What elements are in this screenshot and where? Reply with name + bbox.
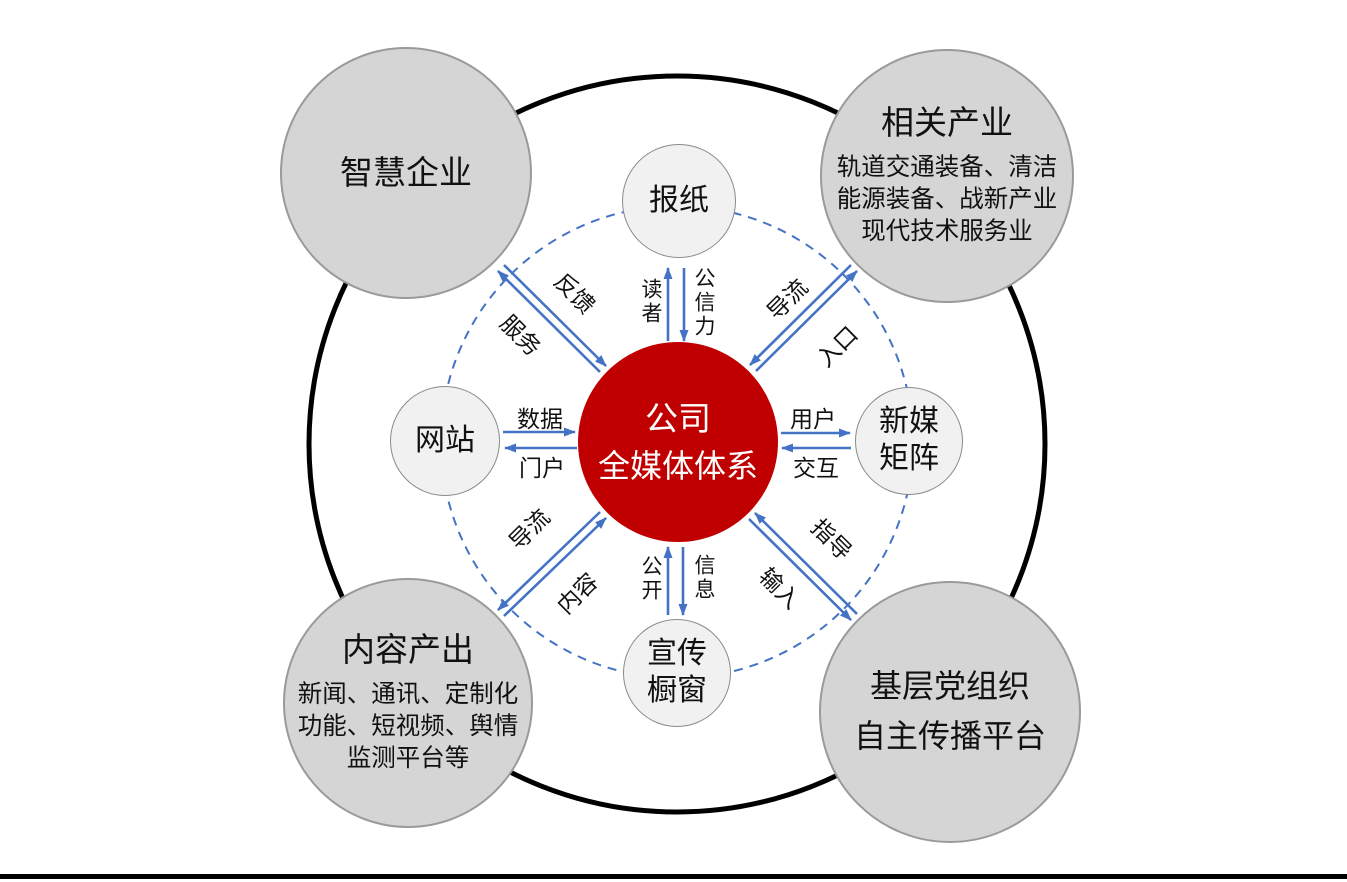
title-line: 基层党组织 xyxy=(869,668,1030,705)
label-service: 服务 xyxy=(495,309,547,361)
label-data: 数据 xyxy=(517,406,563,432)
label-portal: 门户 xyxy=(519,455,565,481)
label-interaction: 交互 xyxy=(793,455,839,481)
label-credibility: 公信力 xyxy=(692,267,715,339)
node-display-window: 宣传 橱窗 xyxy=(623,619,731,727)
label-divert-topright: 导流 xyxy=(761,273,813,325)
node-display-window-line1: 宣传 xyxy=(647,637,707,671)
label-content: 内容 xyxy=(551,567,603,619)
node-content-output-body: 新闻、通讯、定制化 功能、短视频、舆情 监测平台等 xyxy=(298,679,519,776)
label-public: 公开 xyxy=(639,555,662,603)
node-related-industries: 相关产业 轨道交通装备、清洁 能源装备、战新产业 现代技术服务业 xyxy=(820,49,1074,303)
node-display-window-line2: 橱窗 xyxy=(647,674,707,707)
node-center: 公司 全媒体体系 xyxy=(578,342,778,542)
label-users: 用户 xyxy=(790,406,836,432)
label-information: 信息 xyxy=(692,554,715,602)
label-entrance: 入口 xyxy=(811,320,863,372)
node-related-industries-title: 相关产业 xyxy=(881,104,1013,142)
node-center-line2: 全媒体体系 xyxy=(597,447,758,484)
body-line: 能源装备、战新产业 xyxy=(836,186,1058,214)
node-newmedia-matrix-line1: 新媒 xyxy=(879,405,939,439)
node-newmedia-matrix: 新媒 矩阵 xyxy=(855,387,963,495)
label-input: 输入 xyxy=(754,562,806,614)
node-newmedia-matrix-line2: 矩阵 xyxy=(879,442,939,475)
node-newspaper-label: 报纸 xyxy=(649,183,709,217)
node-smart-enterprise-title: 智慧企业 xyxy=(340,154,472,192)
body-line: 新闻、通讯、定制化 xyxy=(297,680,519,708)
body-line: 轨道交通装备、清洁 xyxy=(836,153,1058,181)
body-line: 现代技术服务业 xyxy=(861,218,1033,246)
node-newspaper: 报纸 xyxy=(622,144,736,258)
label-readers: 读者 xyxy=(639,278,662,326)
bottom-rule xyxy=(0,874,1347,879)
node-party-platform: 基层党组织 自主传播平台 xyxy=(819,581,1081,843)
node-party-platform-title: 基层党组织 自主传播平台 xyxy=(854,662,1046,761)
label-feedback: 反馈 xyxy=(549,267,601,319)
title-line: 自主传播平台 xyxy=(853,718,1046,754)
node-center-line1: 公司 xyxy=(645,399,711,437)
node-related-industries-body: 轨道交通装备、清洁 能源装备、战新产业 现代技术服务业 xyxy=(837,152,1058,249)
node-smart-enterprise: 智慧企业 xyxy=(280,47,532,299)
node-website: 网站 xyxy=(390,386,500,496)
node-content-output: 内容产出 新闻、通讯、定制化 功能、短视频、舆情 监测平台等 xyxy=(283,578,533,828)
label-divert-bottomleft: 导流 xyxy=(503,503,555,555)
body-line: 监测平台等 xyxy=(346,745,470,773)
node-content-output-title: 内容产出 xyxy=(342,631,474,669)
node-website-label: 网站 xyxy=(415,423,475,457)
label-guidance: 指导 xyxy=(806,513,858,565)
body-line: 功能、短视频、舆情 xyxy=(297,713,519,741)
